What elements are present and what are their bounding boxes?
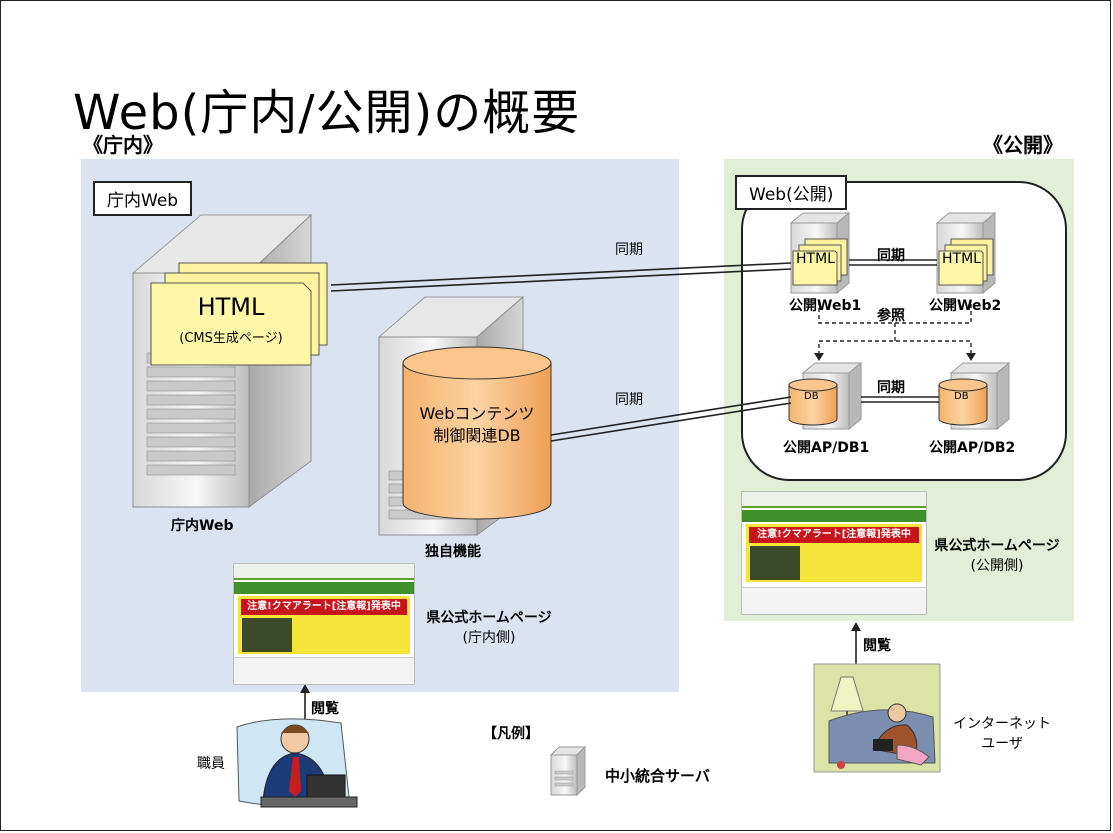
html-text-block: HTML (CMS生成ページ) — [151, 293, 311, 346]
reference-arrows — [818, 301, 972, 355]
employee-clipart-icon — [236, 718, 358, 808]
legend-server-icon — [549, 745, 587, 797]
db-label-line2: 制御関連DB — [433, 426, 521, 445]
html-heading: HTML — [197, 293, 265, 321]
public-apdb1-label: 公開AP/DB1 — [783, 440, 870, 456]
browse-arrow-internal — [300, 684, 310, 723]
content-db-cylinder-icon — [402, 346, 552, 520]
db-label: Webコンテンツ 制御関連DB — [405, 403, 549, 447]
internal-homepage-caption-line2: (庁内側) — [462, 630, 516, 646]
reference-arrowheads — [814, 353, 976, 361]
page-title: Web(庁内/公開)の概要 — [73, 85, 581, 141]
public-apdb2-label: 公開AP/DB2 — [929, 440, 1016, 456]
public-db2-text: DB — [954, 391, 969, 402]
section-public: 《公開》 — [983, 133, 1063, 157]
public-web-box-label: Web(公開) — [735, 175, 848, 210]
public-web2-server-icon — [935, 211, 997, 295]
public-web1-server-icon — [789, 211, 851, 295]
legend-item-label: 中小統合サーバ — [605, 767, 710, 785]
public-web2-label: 公開Web2 — [929, 298, 1002, 314]
internal-web-label: 庁内Web — [171, 518, 234, 534]
internet-user-label-line1: インターネット — [953, 716, 1051, 732]
public-homepage-caption-line2: (公開側) — [970, 558, 1024, 574]
public-apdb2-server-icon — [938, 361, 1011, 431]
browse-label-internal: 閲覧 — [311, 701, 339, 717]
public-homepage-caption: 県公式ホームページ (公開側) — [927, 535, 1067, 575]
html-pages-icon — [150, 262, 328, 366]
public-banner-text: 注意!クマアラート[注意報]発表中 — [749, 527, 919, 543]
sync-line-web — [849, 259, 937, 266]
internet-user-clipart-icon — [813, 663, 941, 773]
sync-line-apdb — [861, 396, 939, 403]
internal-banner-text: 注意!クマアラート[注意報]発表中 — [241, 599, 407, 615]
internal-web-box-label: 庁内Web — [93, 181, 193, 216]
reference-label: 参照 — [877, 308, 905, 324]
public-web1-label: 公開Web1 — [789, 298, 862, 314]
public-homepage-caption-line1: 県公式ホームページ — [934, 538, 1060, 554]
section-internal: 《庁内》 — [83, 133, 163, 157]
public-db1-text: DB — [804, 391, 819, 402]
sync-line-db — [550, 396, 792, 442]
html-subtitle: (CMS生成ページ) — [179, 331, 283, 346]
sync-label-html: 同期 — [615, 242, 643, 258]
public-web2-html-text: HTML — [942, 251, 981, 267]
internal-homepage-caption: 県公式ホームページ (庁内側) — [419, 607, 559, 647]
sync-label-web: 同期 — [877, 248, 905, 264]
public-web1-html-text: HTML — [796, 251, 835, 267]
sync-line-html — [330, 262, 792, 292]
internet-user-label: インターネット ユーザ — [947, 713, 1057, 753]
browse-label-public: 閲覧 — [863, 638, 891, 654]
sync-label-apdb: 同期 — [877, 380, 905, 396]
employee-label: 職員 — [197, 756, 225, 772]
public-homepage-screenshot: 注意!クマアラート[注意報]発表中 — [741, 491, 927, 615]
legend-title: 【凡例】 — [483, 726, 539, 742]
internal-homepage-caption-line1: 県公式ホームページ — [426, 610, 552, 626]
internal-homepage-screenshot: 注意!クマアラート[注意報]発表中 — [233, 563, 415, 685]
public-apdb1-server-icon — [788, 361, 863, 431]
sync-label-db: 同期 — [615, 392, 643, 408]
internet-user-label-line2: ユーザ — [981, 736, 1023, 752]
db-label-line1: Webコンテンツ — [419, 404, 535, 423]
custom-function-label: 独自機能 — [425, 544, 481, 560]
browse-arrow-public — [851, 622, 861, 665]
